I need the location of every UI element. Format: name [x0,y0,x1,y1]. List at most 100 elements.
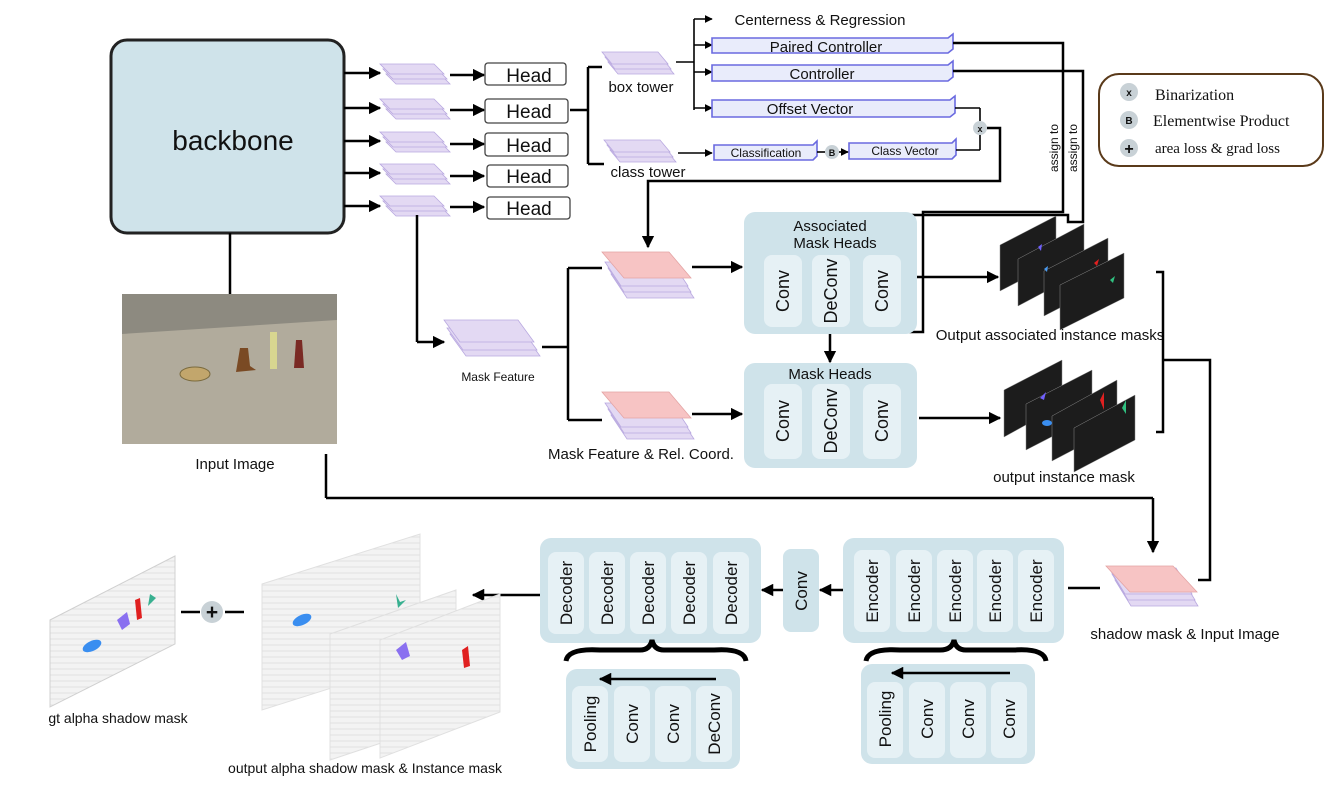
mask-heads-title: Mask Heads [788,366,871,383]
instance-output-caption: output instance mask [993,469,1135,486]
assoc-cell-label-1: Conv [773,270,793,312]
classification-label: Classification [731,146,802,160]
decoder-label-3: Decoder [639,561,658,626]
assoc-output-caption: Output associated instance masks [936,327,1164,344]
decoder-detail-label-3: Conv [664,704,683,744]
encoder-cell-3 [937,550,973,632]
box-tower-branches [676,15,713,112]
mask-feature-rel-label: Mask Feature & Rel. Coord. [548,446,734,463]
head-label-3: Head [506,136,551,157]
decoder-detail-cell-3 [655,686,691,762]
decoder-detail-label-2: Conv [623,704,642,744]
fpn-feature-maps [379,63,451,217]
legend-symbol-2: B [1125,116,1132,127]
decoder-cell-1 [548,552,584,634]
assoc-conv-1 [764,255,802,327]
head-label-5: Head [506,199,551,220]
encoder-detail-cell-4 [991,682,1027,758]
assoc-heads-title-2: Mask Heads [793,235,876,252]
mask-cell-label-1: Conv [773,400,793,442]
output-alpha-masks [261,533,501,761]
encoder-label-3: Encoder [946,559,965,623]
elementwise-op-icon [825,145,839,159]
encoder-cell-2 [896,550,932,632]
class-tower-stack [603,139,677,163]
mask-feature-label: Mask Feature [461,370,535,384]
decoder-detail-label-1: Pooling [581,696,600,753]
encoder-detail-cell-3 [950,682,986,758]
assoc-cell-label-2: DeConv [821,258,841,323]
binarization-output-arrow [641,126,1002,249]
mask-cell-label-3: Conv [872,400,892,442]
encoder-detail-label-1: Pooling [876,691,895,748]
mask-conv-2 [863,384,901,459]
plus-icon [201,601,223,623]
decoder-detail-cell-1 [572,686,608,762]
decoder-cell-2 [589,552,625,634]
decoder-label-2: Decoder [598,561,617,626]
assoc-conv-2 [863,255,901,327]
paired-controller-label: Paired Controller [770,39,883,56]
shadow-input-stack [1105,565,1199,607]
decoder-detail-cell-2 [614,686,650,762]
input-image-caption: Input Image [195,456,274,473]
decoder-cell-3 [630,552,666,634]
encoder-label-5: Encoder [1027,559,1046,623]
legend-symbol-3: + [1124,141,1133,158]
class-tower-label: class tower [610,164,685,181]
gt-caption: gt alpha shadow mask [48,710,188,726]
binarization-op-symbol: x [977,124,982,134]
assoc-deconv [812,255,850,327]
head-label-2: Head [506,102,551,123]
centerness-label: Centerness & Regression [735,12,906,29]
mask-cell-label-2: DeConv [821,388,841,453]
binarization-op-icon [973,121,987,135]
mask-feature-stack [443,319,541,357]
backbone-label: backbone [172,125,293,156]
decoder-brace [563,639,749,662]
encoder-label-2: Encoder [905,559,924,623]
output-merge-bracket [1156,270,1212,582]
head-arrows [450,68,486,214]
assoc-output-masks [999,215,1125,331]
encoder-detail-label-4: Conv [1000,699,1019,739]
legend-symbol-1: x [1126,88,1132,99]
decoder-cell-5 [713,552,749,634]
rel-coord-feature-stack [601,391,695,440]
encoder-detail-cell-2 [909,682,945,758]
encoder-cell-5 [1018,550,1054,632]
elementwise-op-symbol: B [829,148,836,158]
head-boxes [484,62,571,220]
legend-box [1098,73,1324,167]
assoc-heads-title-1: Associated [793,218,866,235]
output-alpha-caption: output alpha shadow mask & Instance mask [228,760,503,776]
head-label-4: Head [506,167,551,188]
fpn-arrows [344,66,382,213]
legend-label-2: Elementwise Product [1153,113,1290,130]
decoder-cell-4 [671,552,707,634]
mask-conv-1 [764,384,802,459]
encoder-cell-1 [854,550,890,632]
legend: x Binarization B Elementwise Product + a… [1120,83,1290,158]
input-image [122,294,337,444]
binarization-legend-icon [1120,83,1138,101]
assign-label-2: assign to [1066,124,1080,172]
legend-label-1: Binarization [1155,87,1234,104]
assoc-feature-stack [601,251,695,299]
head-label-1: Head [506,66,551,87]
plus-legend-icon [1120,139,1138,157]
elementwise-legend-icon [1120,111,1138,129]
output-bars [711,32,957,161]
encoder-label-4: Encoder [986,559,1005,623]
middle-conv-label: Conv [792,571,811,611]
encoder-brace [863,639,1049,662]
decoder-detail-label-4: DeConv [705,693,724,755]
plus-symbol: + [206,601,218,624]
decoder-label-4: Decoder [680,561,699,626]
gt-alpha-mask [49,555,176,708]
shadow-input-caption: shadow mask & Input Image [1090,626,1279,643]
decoder-label-1: Decoder [557,561,576,626]
box-tower-stack [601,51,675,75]
encoder-detail-label-2: Conv [918,699,937,739]
